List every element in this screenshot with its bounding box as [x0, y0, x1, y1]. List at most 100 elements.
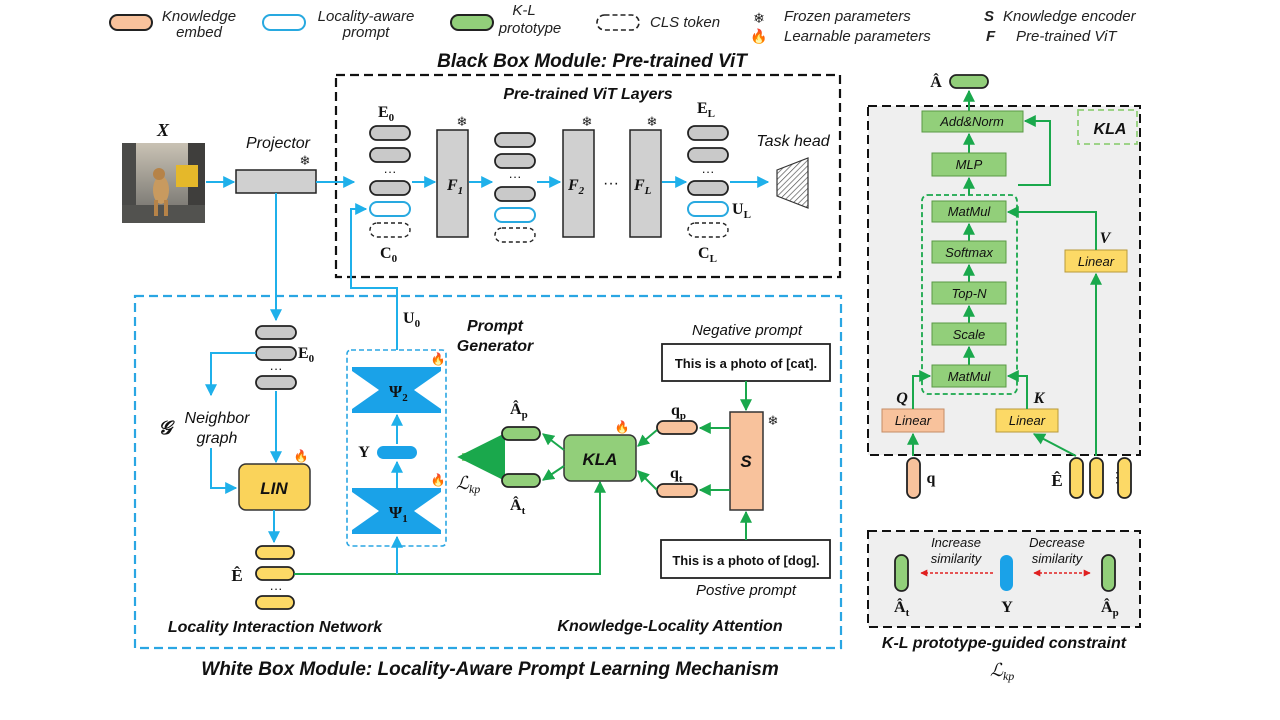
legend-knowledge-line2: embed [176, 24, 223, 41]
snowflake-icon: ❄ [753, 10, 765, 26]
knowledge-encoder-block [729, 411, 764, 511]
a-p-label: Âp [510, 399, 528, 421]
s-label: S [740, 452, 752, 471]
c0-label: C0 [380, 245, 398, 265]
constraint-panel: Ât Increase similarity Y Decrease simila… [867, 530, 1141, 683]
a-t-token [501, 473, 541, 488]
fire-icon: 🔥 [431, 352, 446, 366]
arrow-residual-to-addnorm [1018, 115, 1051, 186]
v-linear-label: Linear [1078, 254, 1115, 269]
q-t-label: qt [670, 465, 683, 485]
mlp-label: MLP [956, 157, 983, 172]
neighbor-graph-line2: graph [197, 430, 238, 447]
ehat-input-label: Ê [1051, 471, 1062, 490]
arrow-qt-to-kla [637, 470, 658, 491]
psi2-label: Ψ2 [389, 382, 408, 404]
vit-layer-f2 [562, 129, 595, 238]
snowflake-icon: ❄ [582, 114, 593, 129]
constraint-a-t-label: Ât [894, 597, 910, 619]
task-head-trapezoid [776, 157, 809, 209]
el-label: EL [697, 100, 715, 120]
ul-label: UL [732, 201, 751, 221]
v-label: V [1100, 230, 1112, 247]
a-p-token [501, 426, 541, 441]
fire-icon: 🔥 [615, 420, 630, 434]
arrow-u0-to-vit [350, 203, 398, 350]
vit-layer-f1 [436, 129, 469, 238]
arrow-qp-to-kla [637, 429, 658, 447]
q-input-token [906, 457, 921, 499]
white-box-dashed-frame [133, 294, 843, 650]
legend-cls-label: CLS token [650, 14, 720, 31]
arrow-ehat-to-klinear [1032, 433, 1077, 457]
input-x-label: X [156, 120, 170, 140]
y-label: Y [358, 444, 370, 461]
snowflake-icon: ❄ [768, 413, 779, 428]
arrow-q-to-matmul [912, 370, 932, 409]
legend-s-desc: Knowledge encoder [1003, 8, 1137, 25]
kla-title: Knowledge-Locality Attention [557, 618, 782, 635]
legend-learnable-label: Learnable parameters [784, 28, 931, 45]
e0-token-stack: ··· [369, 125, 411, 238]
arrow-ehat-to-kla [294, 480, 606, 575]
kla-tag-frame [1077, 109, 1138, 145]
kla-output-token [949, 74, 989, 89]
psi1-label: Ψ1 [389, 503, 408, 525]
softmax-block [931, 240, 1007, 264]
legend-knowledge-line1: Knowledge [162, 8, 236, 25]
loss-kp-label: ℒkp [456, 473, 480, 496]
ehat-label: Ê [231, 566, 242, 585]
y-prototype-token [377, 446, 417, 459]
legend-f-key: F [986, 28, 996, 45]
vit-layer-fl [629, 129, 662, 238]
legend-prompt-line1: Locality-aware [318, 8, 415, 25]
svg-text:···: ··· [384, 164, 397, 179]
vit-layers-title: Pre-trained ViT Layers [503, 86, 672, 103]
legend-s-key: S [984, 8, 994, 25]
ehat-token-stack: ··· [255, 545, 295, 610]
arrow-kla-to-ap [542, 433, 565, 451]
q-input-label: q [927, 470, 936, 487]
k-linear-label: Linear [1009, 413, 1046, 428]
svg-text:···: ··· [270, 581, 283, 596]
constraint-a-p-label: Âp [1101, 597, 1119, 619]
scale-label: Scale [953, 327, 986, 342]
decrease-line2: similarity [1032, 551, 1084, 566]
add-norm-label: Add&Norm [939, 114, 1004, 129]
attention-dashed-frame [921, 194, 1018, 395]
lin-e0-token-stack: ··· [255, 325, 297, 390]
positive-prompt-box [660, 539, 831, 579]
matmul-top-block [931, 200, 1007, 223]
snowflake-icon: ❄ [647, 114, 658, 129]
decrease-line1: Decrease [1029, 535, 1085, 550]
psi2-block [352, 367, 441, 413]
kla-block [563, 434, 637, 482]
u0-label: U0 [403, 310, 421, 330]
white-box-module: White Box Module: Locality-Aware Prompt … [133, 193, 843, 680]
prompt-gen-line1: Prompt [467, 318, 524, 335]
legend-prompt-swatch [262, 14, 306, 31]
psi1-block [352, 488, 441, 534]
kla-tag: KLA [1094, 121, 1127, 138]
mlp-block [931, 152, 1007, 177]
q-linear-label: Linear [895, 413, 932, 428]
matmul-bottom-block [931, 364, 1007, 388]
legend-f-desc: Pre-trained ViT [1016, 28, 1118, 45]
cl-label: CL [698, 245, 717, 265]
fire-icon: 🔥 [750, 28, 767, 45]
ehat-input-tokens: ⋮ [1069, 457, 1132, 499]
legend-knowledge-swatch [109, 14, 153, 31]
increase-line2: similarity [931, 551, 983, 566]
a-t-label: Ât [510, 495, 526, 517]
fire-icon: 🔥 [431, 473, 446, 487]
legend-frozen-label: Frozen parameters [784, 8, 911, 25]
e0-label: E0 [378, 104, 395, 124]
lin-title: Locality Interaction Network [168, 619, 383, 636]
graph-symbol: 𝒢 [158, 418, 175, 439]
q-t-token [656, 483, 698, 498]
white-box-title: White Box Module: Locality-Aware Prompt … [201, 659, 779, 680]
fire-icon: 🔥 [294, 449, 309, 463]
positive-prompt-text: This is a photo of [dog]. [672, 553, 819, 568]
scale-block [931, 322, 1007, 346]
black-box-module: Black Box Module: Pre-trained ViT Pre-tr… [122, 51, 842, 279]
